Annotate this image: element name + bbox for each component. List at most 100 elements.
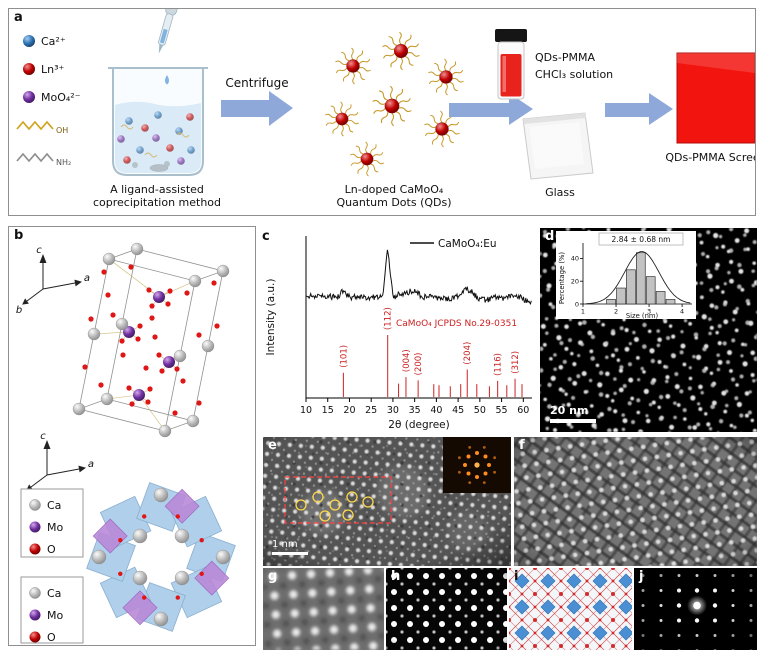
- mo-atom-icon: [29, 609, 41, 621]
- roi-dashed-box: [284, 476, 392, 524]
- process-arrow-icon: [449, 93, 533, 125]
- o-legend-label: O: [47, 543, 56, 556]
- process-arrow-icon: [221, 91, 293, 126]
- synthesis-scheme-graphic: Ca²⁺ Ln³⁺ MoO₄²⁻ OH NH₂: [16, 9, 755, 209]
- axis-c-label: c: [36, 245, 42, 256]
- vial-label-line1: QDs-PMMA: [535, 51, 595, 64]
- svg-text:25: 25: [365, 405, 377, 416]
- hrtem-lattice-image: [514, 437, 757, 566]
- svg-text:40: 40: [571, 255, 579, 263]
- crystal-structure-graphic: c a b: [16, 242, 236, 644]
- scalebar-label: 20 nm: [550, 404, 588, 417]
- size-histogram-plot: 2.84 ± 0.68 nm Percentage (%) Size (nm) …: [556, 231, 696, 319]
- glass-plate-icon: [522, 112, 594, 180]
- screen-label: QDs-PMMA Screen: [665, 151, 755, 164]
- ion-legend: Ca²⁺ Ln³⁺ MoO₄²⁻ OH NH₂: [16, 35, 81, 167]
- o-atom-icon: [29, 543, 41, 555]
- ca-atom-icon: [29, 499, 41, 511]
- svg-text:2: 2: [614, 308, 618, 316]
- ca-legend-label: Ca: [47, 499, 61, 512]
- mo-atom-icon: [29, 521, 41, 533]
- xrd-x-axis-label: 2θ (degree): [388, 419, 449, 431]
- ca-ion-label: Ca²⁺: [41, 35, 66, 48]
- qds-pmma-screen-swatch: [676, 52, 755, 144]
- o-legend-label: O: [47, 631, 56, 644]
- atom-legend-top: Ca Mo O: [20, 488, 84, 558]
- svg-text:45: 45: [452, 405, 464, 416]
- qds-caption-line1: Ln-doped CaMoO₄: [345, 183, 444, 196]
- panel-label-d: d: [545, 229, 555, 244]
- glass-label: Glass: [545, 186, 575, 199]
- ca-atom-icon: [29, 587, 41, 599]
- panel-label-b: b: [14, 228, 24, 243]
- svg-text:50: 50: [474, 405, 486, 416]
- panel-a-synthesis-scheme: a: [8, 8, 756, 216]
- stat-box: [598, 232, 684, 246]
- molybdate-ion-label: MoO₄²⁻: [41, 91, 81, 104]
- axis-a-label: a: [88, 459, 94, 470]
- crystal-structure-polyhedra: [86, 482, 236, 632]
- axis-c-label: c: [40, 431, 46, 442]
- axis-arrow-icon: [74, 279, 82, 287]
- mo-legend-label: Mo: [47, 521, 63, 534]
- atom-marker-circles: [295, 491, 374, 522]
- ln-ion-label: Ln³⁺: [41, 63, 65, 76]
- oleylamine-icon: [16, 152, 54, 163]
- svg-text:4: 4: [680, 308, 684, 316]
- svg-text:1: 1: [581, 308, 585, 316]
- mean-size-label: 2.84 ± 0.68 nm: [612, 235, 671, 244]
- panel-d-tem-image: d 2.84 ± 0.68 nm Percentage (%) Size (nm…: [540, 228, 757, 432]
- qds-caption-line2: Quantum Dots (QDs): [336, 196, 451, 209]
- svg-text:35: 35: [409, 405, 421, 416]
- svg-text:(004): (004): [402, 349, 412, 372]
- fft-inset: [443, 437, 511, 493]
- vial-icon: [495, 29, 527, 100]
- axes-top: [26, 261, 76, 302]
- xrd-legend-label: CaMoO₄:Eu: [438, 238, 497, 250]
- panel-i-structure-model: i: [509, 568, 632, 650]
- dropper-icon: [158, 9, 178, 54]
- centrifuge-label: Centrifuge: [225, 76, 288, 90]
- axis-arrow-icon: [39, 254, 47, 263]
- scalebar: 20 nm: [550, 404, 596, 423]
- structure-channel-hole: [148, 544, 174, 570]
- panel-e-hrtem-image: e: [263, 437, 511, 566]
- structure-model-overlay: [509, 568, 632, 650]
- panel-label-h: h: [391, 569, 401, 584]
- svg-text:3: 3: [647, 308, 651, 316]
- beaker-icon: [108, 67, 208, 176]
- molybdate-ion-icon: [23, 91, 35, 103]
- beaker-caption-line1: A ligand-assisted: [110, 183, 204, 196]
- electron-diffraction-image: [634, 568, 757, 650]
- panel-j-diffraction-pattern: j: [634, 568, 757, 650]
- panel-c-xrd-chart: c Intensity (a.u.) 2θ (degree) CaMoO₄:Eu…: [260, 228, 538, 432]
- vial-label-line2: CHCl₃ solution: [535, 68, 613, 81]
- oleic-acid-icon: [16, 120, 54, 131]
- hist-bars-and-curve: 0 20 40 1 2 3 4: [571, 243, 692, 316]
- scalebar-line: [272, 552, 308, 555]
- panel-b-crystal-structures: b c a b: [8, 226, 256, 646]
- crystal-structure-ball-stick: [72, 242, 230, 438]
- beaker-caption-line2: coprecipitation method: [93, 196, 221, 209]
- axis-a-label: a: [84, 273, 90, 284]
- svg-text:20: 20: [571, 278, 579, 286]
- svg-text:(204): (204): [463, 342, 473, 365]
- central-beam-spot: [693, 601, 701, 610]
- size-histogram-inset: 2.84 ± 0.68 nm Percentage (%) Size (nm) …: [556, 231, 696, 319]
- svg-text:(101): (101): [339, 345, 349, 368]
- svg-text:55: 55: [496, 405, 508, 416]
- panel-g-stem-image: g: [263, 568, 384, 650]
- ca-legend-label: Ca: [47, 587, 61, 600]
- quantum-dots-cluster: [324, 31, 465, 177]
- svg-text:10: 10: [300, 405, 312, 416]
- stem-blurred-lattice: [263, 568, 384, 650]
- o-atom-icon: [29, 631, 41, 643]
- svg-text:40: 40: [430, 405, 442, 416]
- svg-text:(112): (112): [384, 307, 394, 330]
- panel-label-c: c: [262, 229, 270, 244]
- ln-ion-icon: [23, 63, 35, 75]
- oh-label: OH: [56, 126, 68, 135]
- hist-y-axis-label: Percentage (%): [558, 252, 566, 305]
- svg-text:0: 0: [575, 300, 579, 308]
